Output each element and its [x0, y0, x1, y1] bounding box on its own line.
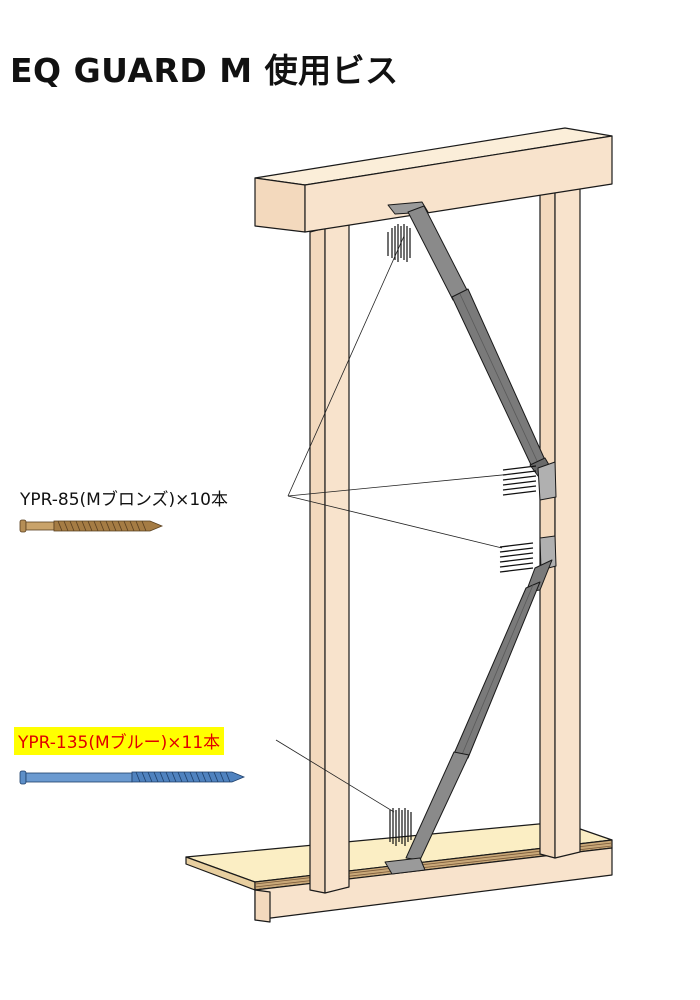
screw-cluster-bottom — [389, 808, 412, 846]
lower-brace — [384, 535, 557, 875]
screw-cluster-top — [387, 224, 411, 262]
leader-lines — [275, 235, 513, 813]
upper-brace — [387, 201, 557, 501]
floor-plywood — [185, 821, 613, 923]
left-stud — [309, 221, 350, 894]
screw-ypr-135-icon — [19, 770, 246, 785]
top-beam — [254, 127, 613, 233]
screw-ypr-85-icon — [19, 519, 164, 533]
page-title: EQ GUARD M 使用ビス — [10, 51, 399, 90]
screw-label-ypr-85: YPR-85(Mブロンズ)×10本 — [20, 490, 228, 510]
right-stud — [539, 179, 581, 859]
screw-cluster-mid-lower — [499, 542, 534, 573]
screw-label-ypr-135: YPR-135(Mブルー)×11本 — [14, 727, 225, 755]
screw-cluster-mid-upper — [502, 465, 537, 496]
